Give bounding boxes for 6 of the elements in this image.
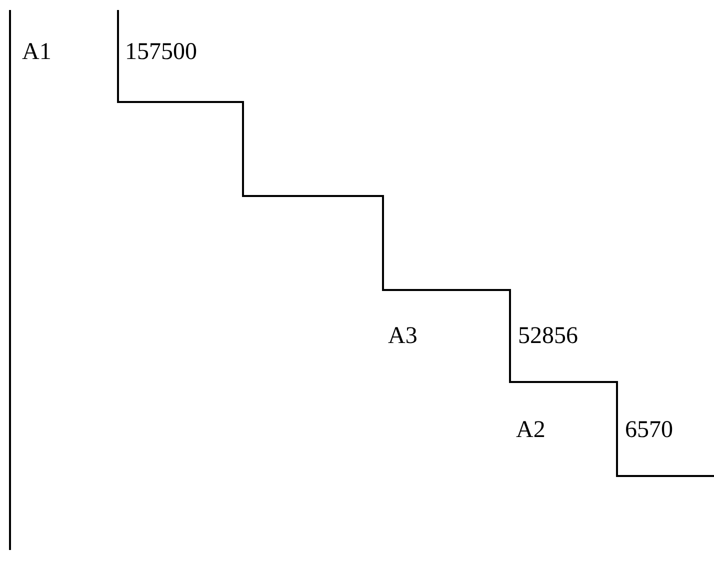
step-label: A2 <box>516 416 546 444</box>
step-label: A3 <box>388 322 418 350</box>
value-label: 6570 <box>625 416 673 444</box>
step-label: A1 <box>22 38 52 66</box>
value-label: 157500 <box>125 38 197 66</box>
value-label: 52856 <box>518 322 578 350</box>
